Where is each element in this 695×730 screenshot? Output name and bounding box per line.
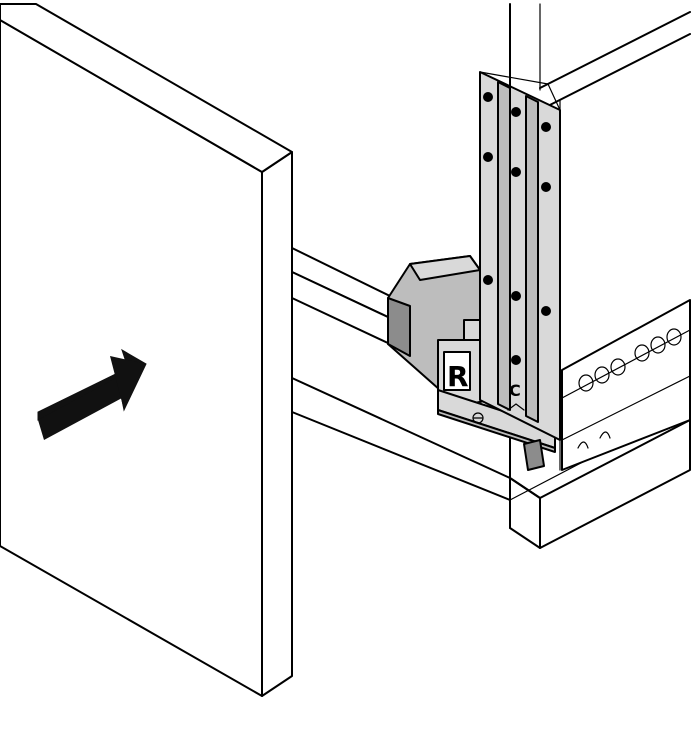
bracket-marker-letter: C: [509, 381, 521, 400]
clip-ledge: [437, 389, 556, 471]
drawer-front-panel: [0, 3, 293, 697]
bracket-screws: [483, 92, 551, 365]
vertical-bracket: C: [479, 71, 561, 441]
side-marker-letter: R: [447, 360, 469, 393]
perforation-holes: [578, 328, 682, 392]
arrow-right-icon: [37, 348, 147, 440]
drawer-side-profile: [561, 299, 691, 471]
